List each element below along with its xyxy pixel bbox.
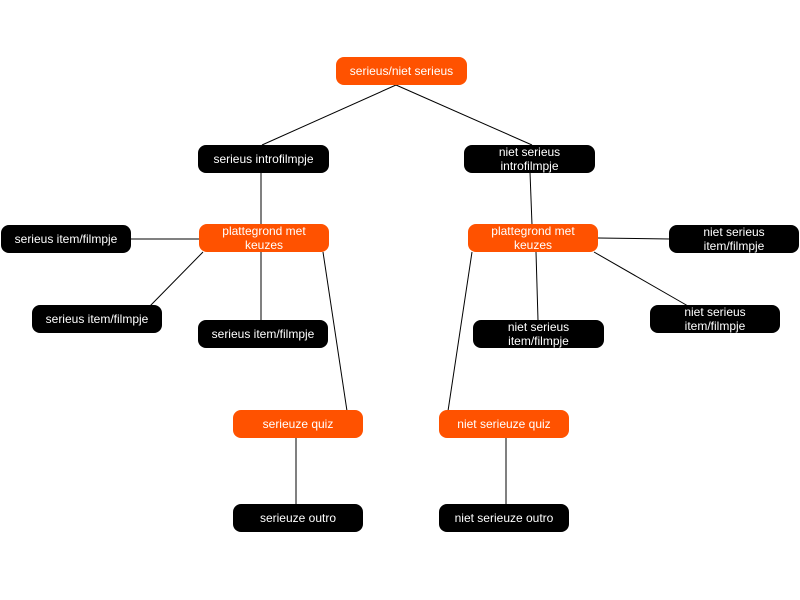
edge-niet-serieus-map-item-3 [593, 251, 689, 307]
edge-serieus-map-quiz [322, 251, 348, 412]
serieus-item-node-1[interactable]: serieus item/filmpje [1, 225, 131, 253]
serieus-item-node-3[interactable]: serieus item/filmpje [198, 320, 328, 348]
niet-serieus-item-node-2[interactable]: niet serieus item/filmpje [473, 320, 604, 348]
niet-serieus-map-node[interactable]: plattegrond met keuzes [468, 224, 598, 252]
niet-serieuze-outro-node[interactable]: niet serieuze outro [439, 504, 569, 532]
edge-niet-serieus-map-item-2 [535, 251, 539, 321]
serieuze-outro-node[interactable]: serieuze outro [233, 504, 363, 532]
niet-serieus-item-node-1[interactable]: niet serieus item/filmpje [669, 225, 799, 253]
serieus-intro-node[interactable]: serieus introfilmpje [198, 145, 329, 173]
edge-niet-serieus-intro-map [529, 171, 533, 226]
niet-serieus-item-node-3[interactable]: niet serieus item/filmpje [650, 305, 780, 333]
edge-niet-serieus-map-item-1 [597, 237, 671, 240]
serieuze-quiz-node[interactable]: serieuze quiz [233, 410, 363, 438]
niet-serieus-intro-node[interactable]: niet serieus introfilmpje [464, 145, 595, 173]
edge-root-niet-serieus-intro [395, 84, 533, 146]
edge-serieus-map-item-2 [149, 251, 204, 307]
serieus-item-node-2[interactable]: serieus item/filmpje [32, 305, 162, 333]
niet-serieuze-quiz-node[interactable]: niet serieuze quiz [439, 410, 569, 438]
edge-root-serieus-intro [261, 84, 397, 146]
edge-niet-serieus-map-quiz [447, 251, 473, 412]
serieus-map-node[interactable]: plattegrond met keuzes [199, 224, 329, 252]
root-node[interactable]: serieus/niet serieus [336, 57, 467, 85]
